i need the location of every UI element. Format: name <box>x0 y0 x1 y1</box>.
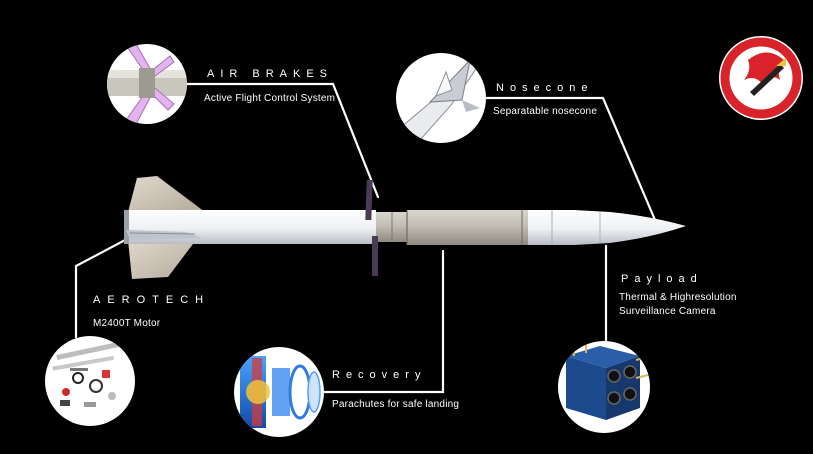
payload-inset <box>558 341 650 433</box>
aerotech-title: AEROTECH <box>93 294 211 306</box>
garuda-badge <box>719 36 803 120</box>
airbrake-fin-lower <box>372 236 378 276</box>
payload-subtitle-line1: Thermal & Highresolution <box>619 292 737 303</box>
airbrake-fin-upper <box>365 180 373 220</box>
leader-line-recovery <box>318 249 445 394</box>
nosecone-title: Nosecone <box>496 82 594 94</box>
nosecone-subtitle: Separatable nosecone <box>493 106 598 117</box>
aerotech-subtitle: M2400T Motor <box>93 318 161 329</box>
leader-line-air-brakes <box>185 82 380 199</box>
air-brakes-inset <box>107 44 187 124</box>
aerotech-inset <box>45 336 135 426</box>
rocket <box>124 176 686 279</box>
garuda-bird-icon <box>744 52 786 86</box>
air-brakes-title: AIR BRAKES <box>207 68 334 80</box>
payload-title: Payload <box>621 273 703 285</box>
nosecone-shape <box>574 210 686 245</box>
top-fin <box>128 176 205 212</box>
bottom-fin <box>128 240 196 279</box>
payload-subtitle-line2: Surveillance Camera <box>619 306 716 317</box>
nosecone-inset <box>396 53 486 143</box>
silver-tube <box>407 210 531 245</box>
recovery-inset <box>234 347 324 437</box>
leader-line-nosecone <box>484 96 657 222</box>
air-brakes-subtitle: Active Flight Control System <box>204 93 336 104</box>
side-fin <box>126 230 202 240</box>
recovery-title: Recovery <box>332 369 427 381</box>
recovery-subtitle: Parachutes for safe landing <box>332 399 460 410</box>
